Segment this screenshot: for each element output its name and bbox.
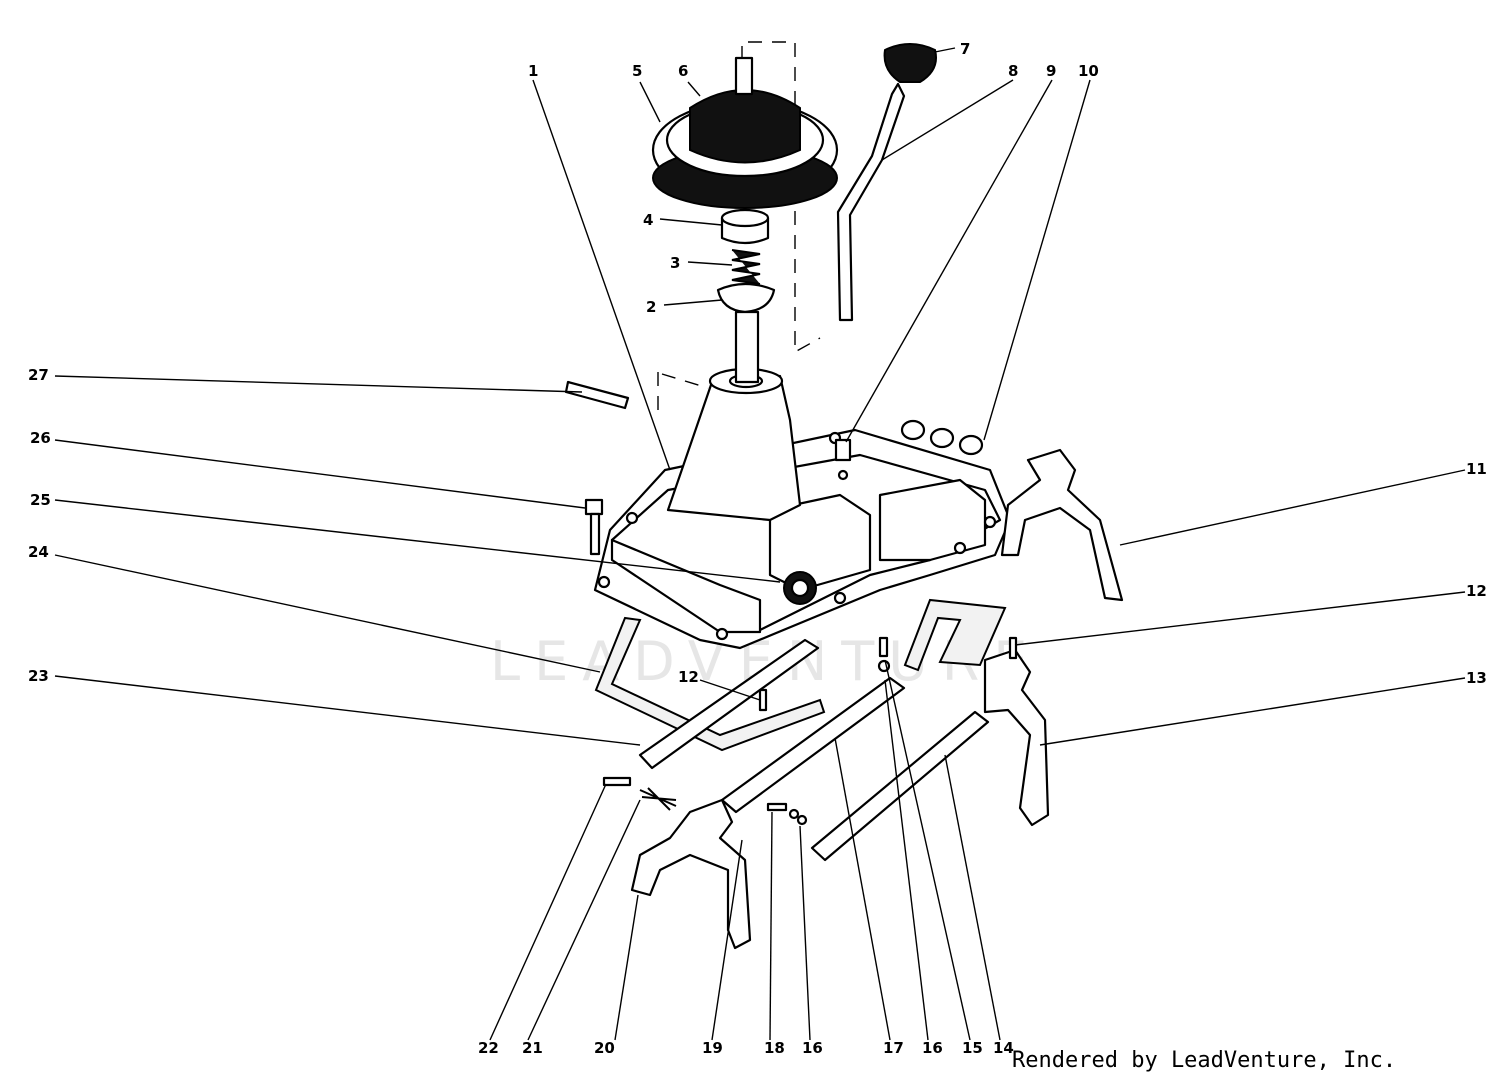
callout-18: 18: [764, 1039, 785, 1057]
shift-boot: [651, 56, 839, 209]
callout-20: 20: [594, 1039, 615, 1057]
shift-rail-17: [720, 676, 906, 814]
callout-12-right: 12: [1466, 582, 1487, 600]
interlock-plunger: [766, 802, 788, 812]
drain-plug: [783, 571, 817, 605]
callout-5: 5: [632, 62, 642, 80]
interlock-pin: [878, 636, 889, 658]
spring: [731, 249, 761, 285]
callout-27: 27: [28, 366, 49, 384]
callout-12-left: 12: [678, 668, 699, 686]
callout-22: 22: [478, 1039, 499, 1057]
callout-9: 9: [1046, 62, 1056, 80]
pin: [564, 380, 630, 410]
leader-lines: [54, 47, 1466, 1041]
callout-25: 25: [30, 491, 51, 509]
expansion-plugs: [900, 419, 984, 456]
callout-2: 2: [646, 298, 656, 316]
callout-16-left: 16: [802, 1039, 823, 1057]
callout-3: 3: [670, 254, 680, 272]
callout-labels: 1 2 3 4 5 6 7 8 9 10 11 12 12 13 14 15 1…: [28, 40, 1487, 1057]
shift-fork-lower: [630, 798, 752, 950]
credit-text: Rendered by LeadVenture, Inc.: [1012, 1048, 1397, 1073]
callout-7: 7: [960, 40, 970, 58]
callout-15: 15: [962, 1039, 983, 1057]
callout-21: 21: [522, 1039, 543, 1057]
shift-rail-14: [810, 710, 990, 862]
gasket: [594, 616, 826, 752]
callout-19: 19: [702, 1039, 723, 1057]
callout-24: 24: [28, 543, 49, 561]
callout-23: 23: [28, 667, 49, 685]
cup-seat: [716, 282, 776, 314]
shift-fork-middle: [983, 648, 1050, 827]
roll-pin-left: [758, 688, 768, 712]
gasket-right: [903, 598, 1007, 672]
callout-6: 6: [678, 62, 688, 80]
shift-lever: [836, 43, 937, 322]
detent-plunger: [602, 776, 632, 787]
ball-b: [796, 814, 808, 826]
cap-screw: [584, 498, 604, 556]
retainer-cap: [720, 208, 770, 245]
callout-26: 26: [30, 429, 51, 447]
callout-14: 14: [993, 1039, 1014, 1057]
shift-fork-upper: [1000, 448, 1124, 602]
roll-pin-right: [1008, 636, 1018, 660]
alignment-line-tower: [657, 372, 709, 410]
callout-16-right: 16: [922, 1039, 943, 1057]
detent-spring: [639, 787, 677, 811]
callout-11: 11: [1466, 460, 1487, 478]
callout-13: 13: [1466, 669, 1487, 687]
callout-8: 8: [1008, 62, 1018, 80]
shift-lever-stub: [734, 310, 760, 384]
callout-17: 17: [883, 1039, 904, 1057]
callout-10: 10: [1078, 62, 1099, 80]
alignment-line-top: [741, 41, 821, 354]
ball-a: [788, 808, 800, 820]
shift-housing: [593, 367, 1012, 650]
breather: [834, 438, 852, 481]
callout-1: 1: [528, 62, 538, 80]
callout-4: 4: [643, 211, 653, 229]
shift-rail-23: [638, 638, 820, 770]
